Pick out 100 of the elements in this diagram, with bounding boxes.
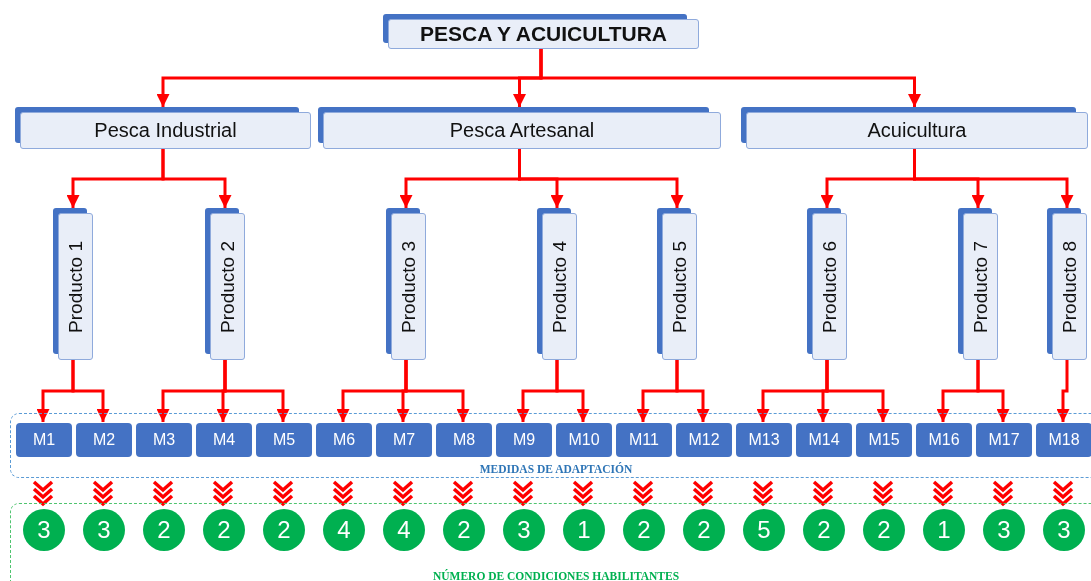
- product-box: [1047, 208, 1087, 360]
- box-label: M15: [868, 431, 900, 449]
- box-label: PESCA Y ACUICULTURA: [420, 22, 667, 46]
- category-box: [318, 107, 721, 149]
- arrow: [71, 360, 110, 422]
- product-box: [537, 208, 577, 360]
- measure-box: [856, 423, 912, 457]
- measure-box: [616, 423, 672, 457]
- count-circle: [443, 509, 485, 551]
- arrow: [518, 149, 684, 208]
- circle-number: 1: [577, 516, 591, 544]
- count-circle: [983, 509, 1025, 551]
- chevron-arrow: [1052, 480, 1074, 507]
- measure-box: [256, 423, 312, 457]
- count-circle: [863, 509, 905, 551]
- box-label: M3: [152, 431, 176, 449]
- box-label: M4: [212, 431, 236, 449]
- box-label: Producto 8: [1058, 240, 1081, 333]
- box-label: Producto 2: [216, 240, 239, 333]
- arrow: [223, 360, 290, 422]
- chevron-arrow: [452, 480, 474, 507]
- box-label: M7: [392, 431, 416, 449]
- chevron-arrow: [872, 480, 894, 507]
- count-circle: [503, 509, 545, 551]
- box-label: M13: [748, 431, 780, 449]
- count-circle: [203, 509, 245, 551]
- box-label: M12: [688, 431, 720, 449]
- product-box: [807, 208, 847, 360]
- chevron-arrow: [752, 480, 774, 507]
- product-box: [205, 208, 245, 360]
- group-label: NÚMERO DE CONDICIONES HABILITANTES: [432, 570, 680, 581]
- group-label: MEDIDAS DE ADAPTACIÓN: [479, 463, 633, 475]
- arrow: [404, 360, 470, 422]
- circle-number: 3: [97, 516, 111, 544]
- product-box: [53, 208, 93, 360]
- count-circle: [143, 509, 185, 551]
- measure-box: [136, 423, 192, 457]
- measure-box: [916, 423, 972, 457]
- box-label: M10: [568, 431, 600, 449]
- circle-number: 3: [37, 516, 51, 544]
- circle-number: 2: [817, 516, 831, 544]
- count-circle: [23, 509, 65, 551]
- box-label: M5: [272, 431, 296, 449]
- box-label: M11: [629, 431, 659, 449]
- count-circle: [263, 509, 305, 551]
- count-circle: [383, 509, 425, 551]
- count-circle: [83, 509, 125, 551]
- measure-box: [196, 423, 252, 457]
- box-label: Acuicultura: [867, 119, 967, 142]
- count-circle: [563, 509, 605, 551]
- circle-number: 3: [997, 516, 1011, 544]
- count-circle: [1043, 509, 1085, 551]
- circle-number: 2: [877, 516, 891, 544]
- count-circle: [323, 509, 365, 551]
- chevron-arrow: [692, 480, 714, 507]
- chevron-arrow: [92, 480, 114, 507]
- measure-box: [376, 423, 432, 457]
- box-label: M14: [808, 431, 840, 449]
- box-label: Pesca Artesanal: [449, 119, 595, 142]
- chevron-arrow: [152, 480, 174, 507]
- circle-number: 2: [217, 516, 231, 544]
- box-label: Pesca Industrial: [94, 119, 237, 142]
- chevron-arrow: [332, 480, 354, 507]
- count-circle: [923, 509, 965, 551]
- group-frame: [10, 413, 1091, 478]
- arrow: [675, 360, 710, 422]
- chevron-arrow: [572, 480, 594, 507]
- box-label: M9: [512, 431, 536, 449]
- measure-box: [556, 423, 612, 457]
- measure-box: [736, 423, 792, 457]
- circle-number: 3: [517, 516, 531, 544]
- arrow: [1056, 360, 1070, 422]
- arrow: [913, 149, 1074, 208]
- count-circle: [803, 509, 845, 551]
- arrow: [825, 360, 890, 422]
- measure-box: [976, 423, 1032, 457]
- category-box: [15, 107, 311, 149]
- chevron-arrow: [512, 480, 534, 507]
- chevron-arrow: [992, 480, 1014, 507]
- measure-box: [676, 423, 732, 457]
- chevron-arrow: [812, 480, 834, 507]
- arrow: [161, 149, 232, 208]
- circle-number: 2: [157, 516, 171, 544]
- measure-box: [16, 423, 72, 457]
- count-circle: [683, 509, 725, 551]
- title-box: [383, 14, 699, 49]
- circle-number: 2: [277, 516, 291, 544]
- count-circle: [623, 509, 665, 551]
- box-label: Producto 6: [818, 240, 841, 333]
- circle-number: 1: [937, 516, 951, 544]
- box-label: Producto 7: [969, 240, 992, 333]
- arrow: [539, 49, 921, 107]
- chevron-arrow: [212, 480, 234, 507]
- chevron-arrow: [632, 480, 654, 507]
- box-label: M6: [332, 431, 356, 449]
- box-label: M16: [928, 431, 960, 449]
- arrow: [976, 360, 1010, 422]
- box-label: M17: [988, 431, 1020, 449]
- product-box: [657, 208, 697, 360]
- box-label: M1: [32, 431, 56, 449]
